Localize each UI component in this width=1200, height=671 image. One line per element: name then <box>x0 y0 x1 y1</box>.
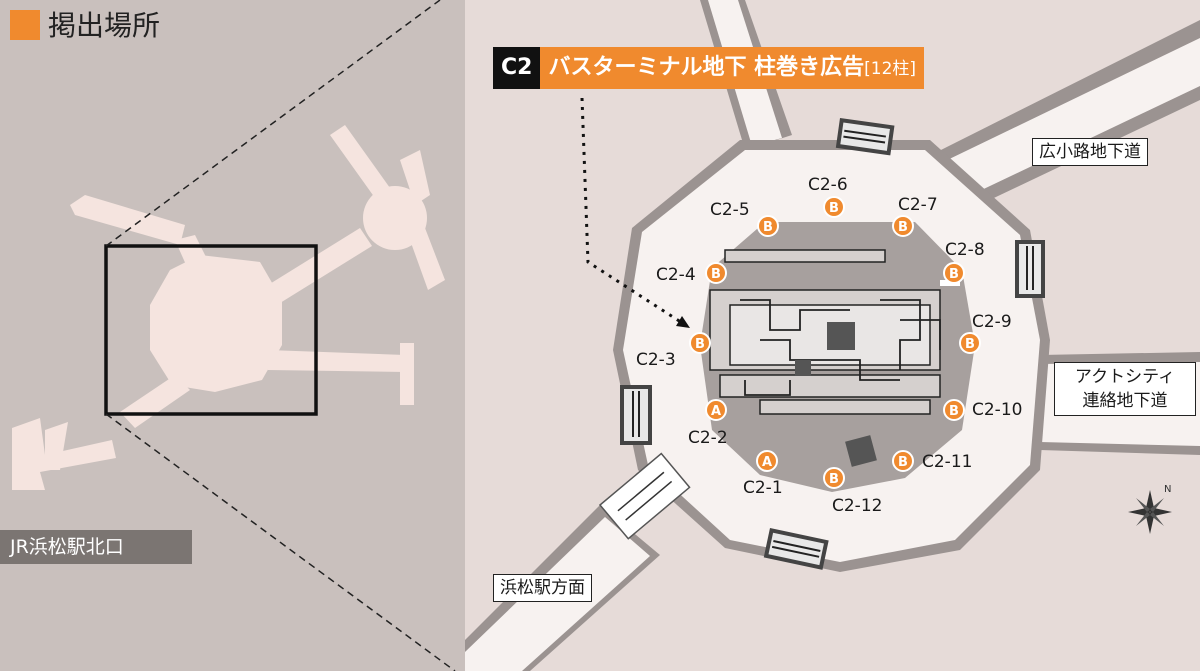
pillar-label-c2-10: C2-10 <box>972 400 1023 420</box>
pillar-marker-circle <box>757 215 779 237</box>
pillar-type-letter: B <box>763 220 773 235</box>
pillar-marker-circle <box>959 332 981 354</box>
banner-title: バスターミナル地下 柱巻き広告 <box>548 55 865 80</box>
pillar-marker-c2-7: B <box>892 215 914 237</box>
pillar-marker-circle <box>705 399 727 421</box>
pillar-marker-circle <box>705 262 727 284</box>
pillar-type-letter: B <box>949 267 959 282</box>
area-label-act-city: アクトシティ連絡地下道 <box>1054 362 1196 416</box>
pillar-type-letter: B <box>829 472 839 487</box>
pillar-label-c2-5: C2-5 <box>710 200 750 220</box>
pillar-label-c2-2: C2-2 <box>688 428 728 448</box>
pillar-marker-c2-2: A <box>705 399 727 421</box>
area-label-act-city-line1: アクトシティ <box>1074 367 1176 387</box>
banner-code: C2 <box>493 47 541 89</box>
pillar-marker-c2-6: B <box>823 196 845 218</box>
pillar-type-letter: B <box>898 220 908 235</box>
area-label-act-city-line2: 連絡地下道 <box>1082 391 1168 411</box>
svg-text:N: N <box>1164 484 1171 495</box>
pillar-type-letter: B <box>949 404 959 419</box>
pointer-arrow-line <box>580 97 691 330</box>
area-label-hirokoji: 広小路地下道 <box>1032 138 1148 166</box>
pillar-marker-c2-1: A <box>756 450 778 472</box>
pillar-marker-c2-11: B <box>892 450 914 472</box>
pillar-type-letter: B <box>898 455 908 470</box>
pillar-marker-circle <box>756 450 778 472</box>
bus-terminal-structure <box>700 222 975 492</box>
pillar-label-c2-8: C2-8 <box>945 240 985 260</box>
pillar-marker-c2-4: B <box>705 262 727 284</box>
pillar-type-letter: B <box>695 337 705 352</box>
pillar-marker-c2-5: B <box>757 215 779 237</box>
stairs <box>598 118 1045 570</box>
pillar-label-c2-12: C2-12 <box>832 496 883 516</box>
pillar-type-letter: A <box>762 455 772 470</box>
pillar-label-c2-3: C2-3 <box>636 350 676 370</box>
pillar-label-c2-4: C2-4 <box>656 265 696 285</box>
pillar-marker-circle <box>892 215 914 237</box>
pillar-marker-circle <box>943 262 965 284</box>
pillar-marker-circle <box>943 399 965 421</box>
pillar-marker-c2-3: B <box>689 332 711 354</box>
zoom-line-bottom <box>105 413 456 671</box>
location-banner: C2 バスターミナル地下 柱巻き広告[12柱] <box>493 47 925 89</box>
compass-icon: N <box>1128 484 1172 534</box>
pillar-type-letter: B <box>711 267 721 282</box>
banner-count: [12柱] <box>864 59 917 79</box>
pointer-arrow-head <box>676 316 690 328</box>
zoom-frame <box>104 244 318 416</box>
header-orange-swatch <box>10 10 40 40</box>
pillar-marker-c2-9: B <box>959 332 981 354</box>
pillar-label-c2-6: C2-6 <box>808 175 848 195</box>
pillar-label-c2-7: C2-7 <box>898 195 938 215</box>
pillar-marker-circle <box>892 450 914 472</box>
pillar-label-c2-11: C2-11 <box>922 452 973 472</box>
pillar-label-c2-9: C2-9 <box>972 312 1012 332</box>
pillar-label-c2-1: C2-1 <box>743 478 783 498</box>
pillar-marker-circle <box>689 332 711 354</box>
pillar-type-letter: A <box>711 404 721 419</box>
area-label-hamamatsu-station: 浜松駅方面 <box>493 574 592 602</box>
pillar-marker-c2-8: B <box>943 262 965 284</box>
page-title: 掲出場所 <box>48 9 161 42</box>
pillar-marker-c2-10: B <box>943 399 965 421</box>
pillar-type-letter: B <box>829 201 839 216</box>
pillar-marker-circle <box>823 196 845 218</box>
pillar-markers: A A B B B B B B B B B B <box>689 196 981 489</box>
pillar-type-letter: B <box>965 337 975 352</box>
zoom-line-top <box>105 0 441 247</box>
banner-text: バスターミナル地下 柱巻き広告[12柱] <box>540 47 925 89</box>
pillar-marker-c2-12: B <box>823 467 845 489</box>
jr-station-label: JR浜松駅北口 <box>0 530 192 564</box>
pillar-marker-circle <box>823 467 845 489</box>
